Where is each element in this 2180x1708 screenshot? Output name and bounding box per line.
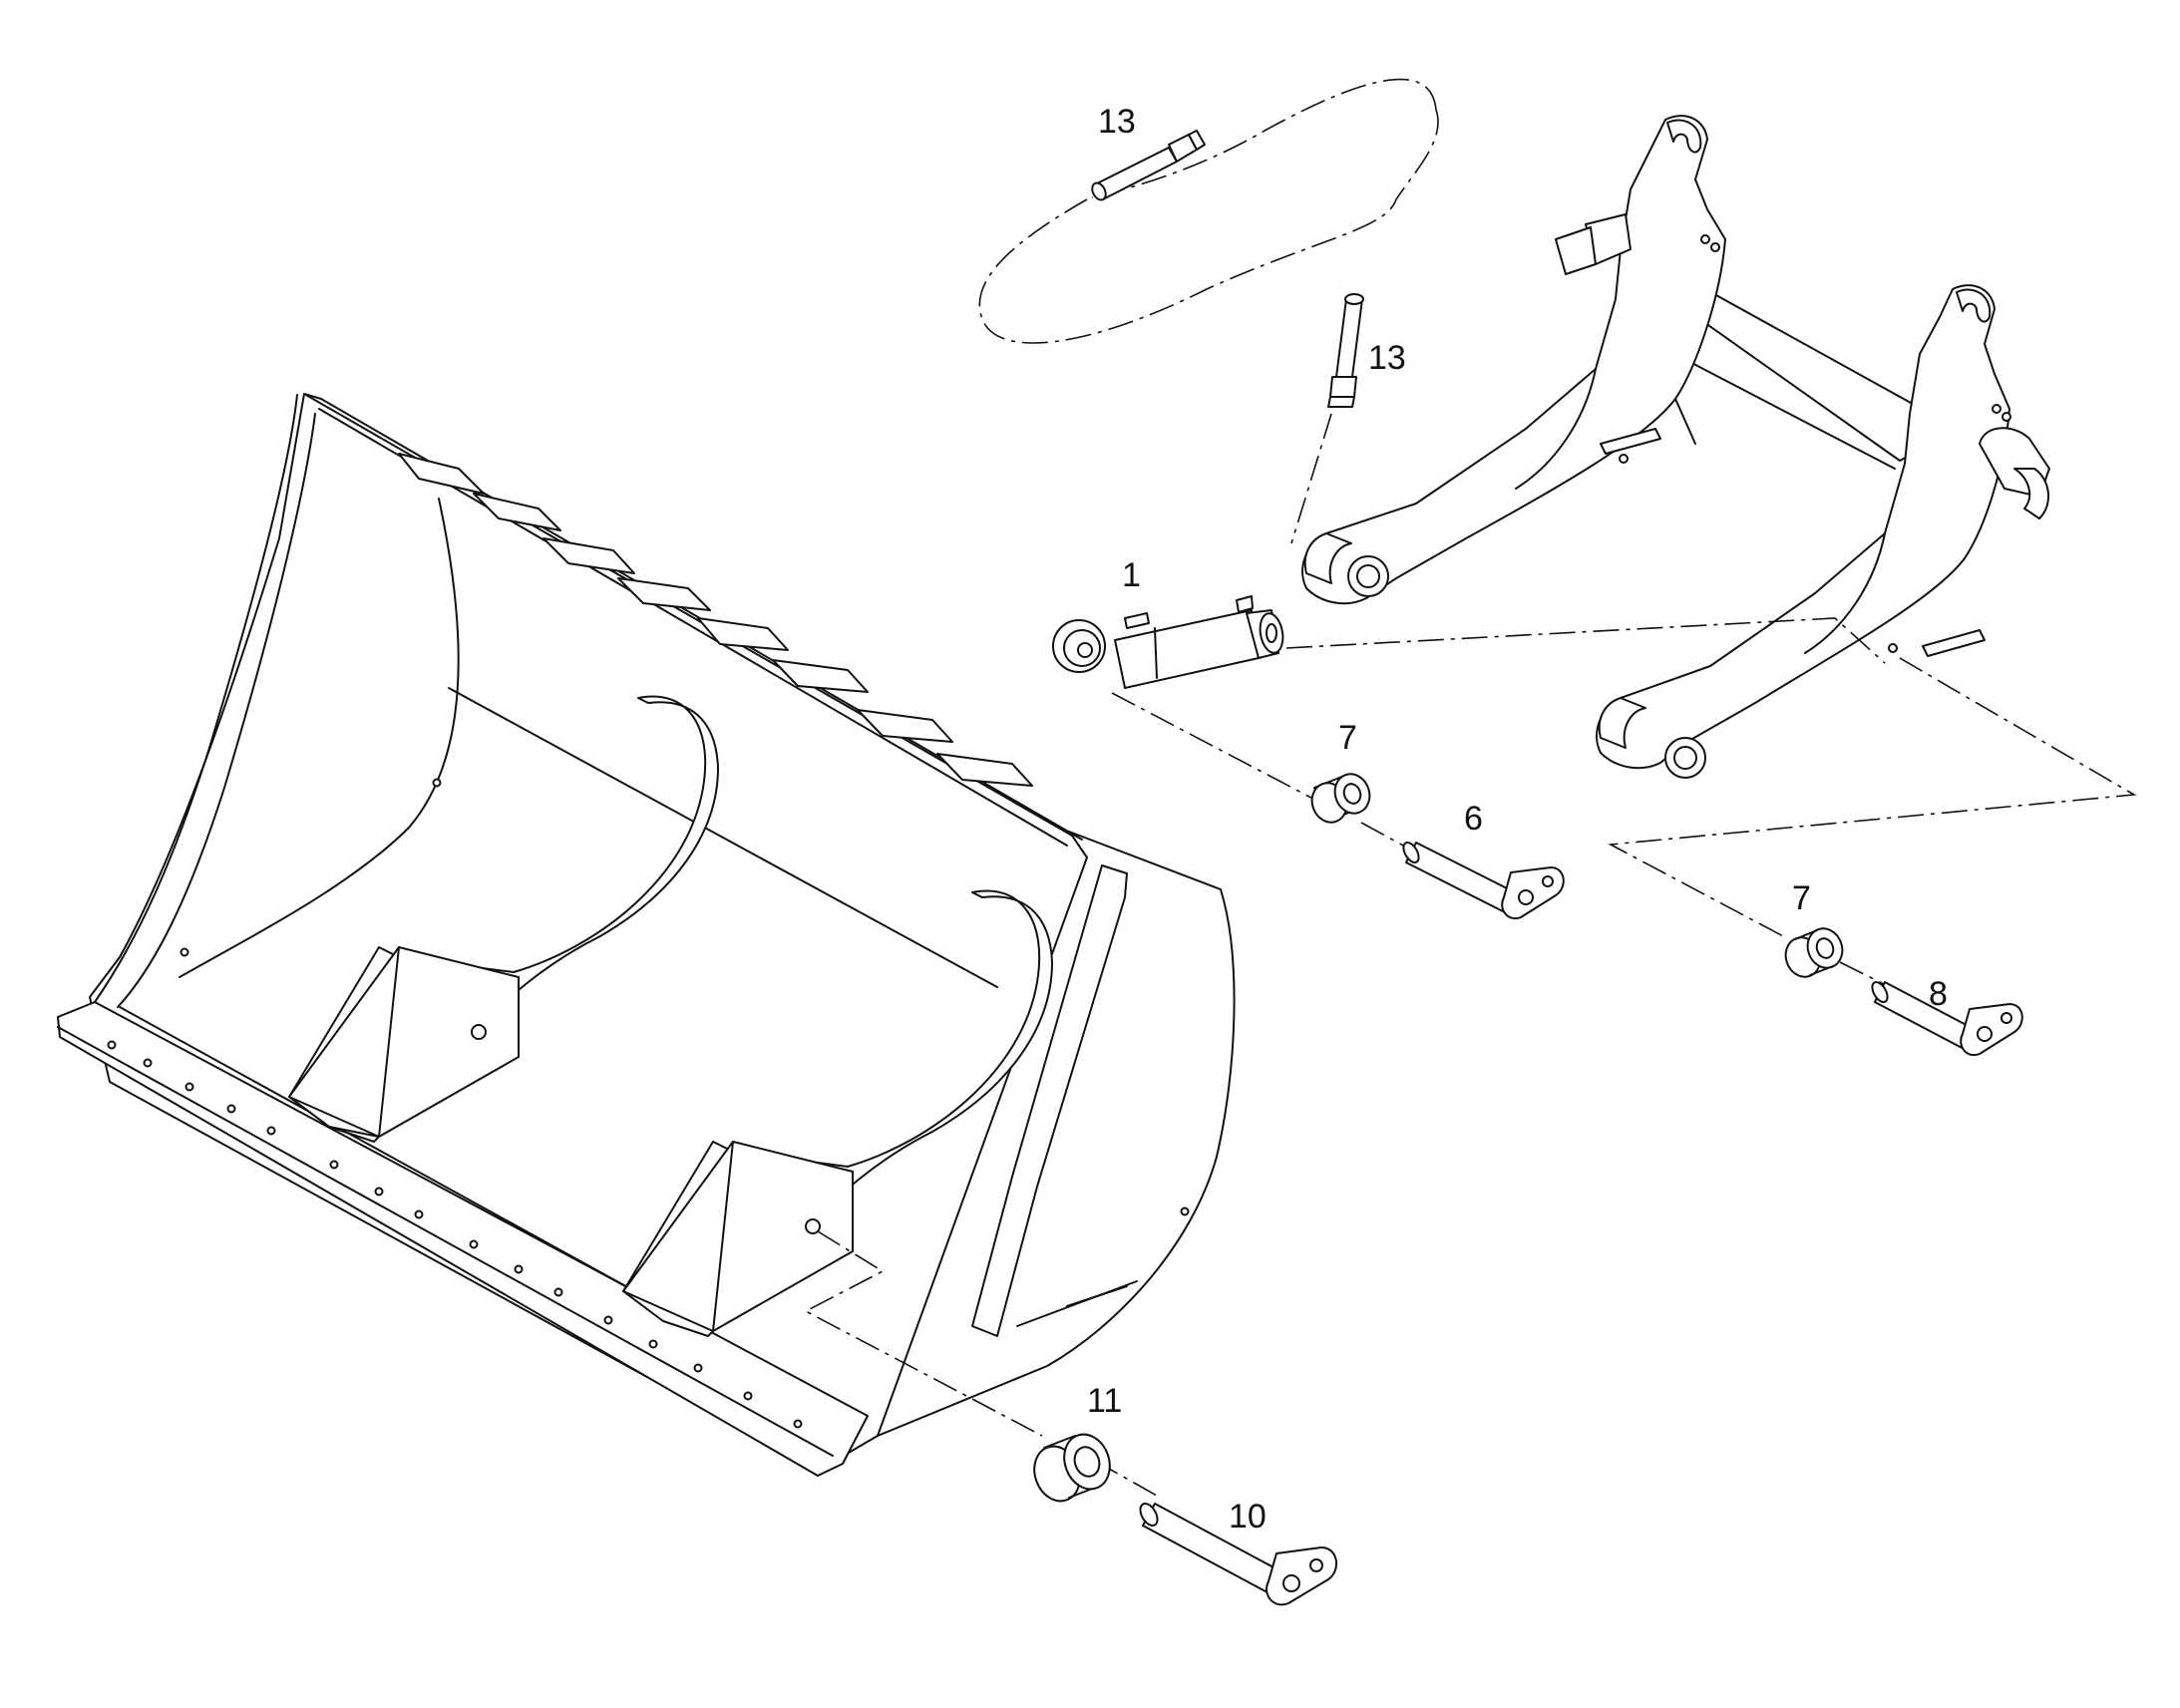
pin-10 — [1139, 1503, 1337, 1606]
lift-frame — [1301, 115, 2050, 779]
callout-labels: 13 13 1 7 6 7 8 11 10 — [1087, 103, 1948, 1536]
hitch-plate-right — [622, 889, 1053, 1337]
callout-6: 6 — [1464, 800, 1483, 838]
callout-11: 11 — [1087, 1382, 1122, 1420]
pin-8 — [1871, 981, 2023, 1057]
callout-10: 10 — [1229, 1498, 1267, 1536]
callout-13-upper: 13 — [1098, 103, 1136, 141]
bushing-11 — [1033, 1433, 1111, 1503]
hose-fitting-lower — [1327, 293, 1364, 408]
callout-7-lower: 7 — [1792, 879, 1811, 917]
pin-6 — [1402, 842, 1565, 920]
hitch-plate-left — [288, 695, 719, 1143]
callout-7-upper: 7 — [1338, 719, 1357, 757]
callout-1: 1 — [1122, 556, 1141, 594]
bushing-upper — [1310, 773, 1371, 824]
callout-13-lower: 13 — [1368, 339, 1406, 377]
rim-wear-blocks — [398, 453, 1033, 787]
bucket — [57, 393, 1236, 1477]
bushing-lower — [1784, 927, 1844, 978]
cutting-edge-bolts — [107, 1040, 803, 1429]
hose-fitting-upper — [1091, 130, 1206, 201]
hydraulic-cylinder — [1052, 595, 1284, 689]
assembly-lines — [804, 78, 2137, 1497]
callout-8: 8 — [1929, 975, 1948, 1013]
